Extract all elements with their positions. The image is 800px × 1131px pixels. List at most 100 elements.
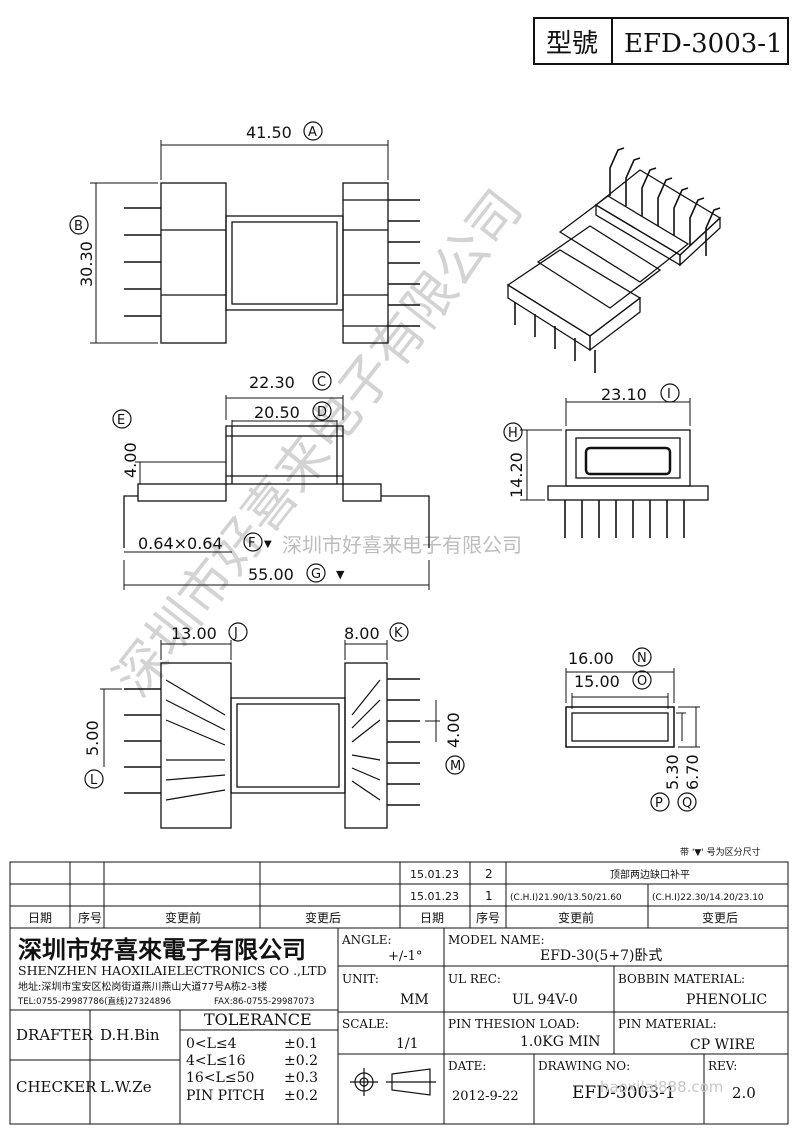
- date-value: 2012-9-22: [452, 1089, 519, 1104]
- dim-P: 5.30 P: [650, 754, 682, 812]
- rev-header-before2: 变更前: [558, 910, 594, 925]
- bottom-view: [100, 640, 440, 829]
- scale-label: SCALE:: [342, 1017, 389, 1031]
- dim-I-letter: I: [667, 387, 671, 402]
- dim-J: 13.00 J: [171, 622, 248, 643]
- dim-E: E 4.00: [112, 409, 140, 478]
- dim-D-letter: D: [317, 405, 327, 420]
- dim-N-letter: N: [637, 651, 647, 666]
- rev-row2-no: 2: [485, 867, 493, 881]
- dim-H: H 14.20: [503, 422, 526, 498]
- tol-range-1: 4<L≤16: [186, 1053, 246, 1069]
- watermark-diagonal: 深圳市好喜来电子有限公司: [103, 179, 534, 708]
- dim-N-value: 16.00: [568, 649, 614, 668]
- model-header: 型號 EFD-3003-1: [533, 17, 789, 65]
- dim-I-value: 23.10: [601, 385, 647, 404]
- angle-value: +/-1°: [388, 949, 422, 964]
- company-tel: TEL:0755-29987786(直线)27324896: [17, 996, 171, 1007]
- rev-header-no2: 序号: [476, 910, 500, 925]
- dim-J-letter: J: [233, 626, 238, 641]
- dim-O-value: 15.00: [574, 672, 620, 691]
- drafter-value: D.H.Bin: [100, 1026, 160, 1044]
- drafter-label: DRAFTER: [16, 1026, 94, 1044]
- revision-table: 15.01.23 2 顶部两边缺口补平 15.01.23 1 (C.H.I)21…: [9, 861, 789, 929]
- rev-row1-no: 1: [485, 889, 493, 903]
- model-header-label: 型號: [546, 29, 598, 59]
- side-view: [520, 398, 709, 538]
- dim-Q-value: 6.70: [683, 754, 702, 790]
- dim-Q-letter: Q: [682, 796, 692, 811]
- dim-D: 20.50 D: [254, 401, 332, 422]
- tol-value-0: ±0.1: [284, 1036, 318, 1052]
- rev-row1-after: (C.H.I)22.30/14.20/23.10: [652, 893, 764, 903]
- drawing-no-value: EFD-3003-1: [572, 1083, 676, 1103]
- dim-P-value: 5.30: [663, 754, 682, 790]
- dim-M-letter: M: [450, 759, 461, 774]
- pin-load-label: PIN THESION LOAD:: [448, 1017, 580, 1031]
- ul-rec-value: UL 94V-0: [512, 992, 578, 1008]
- dim-Q: 6.70 Q: [677, 754, 702, 812]
- unit-label: UNIT:: [342, 972, 379, 986]
- dim-L-letter: L: [90, 773, 98, 788]
- dim-G-letter: G: [311, 567, 321, 582]
- dim-C-value: 22.30: [249, 373, 295, 392]
- iso-view: [506, 147, 722, 373]
- rev-row1-date: 15.01.23: [410, 890, 459, 903]
- tol-value-1: ±0.2: [284, 1053, 318, 1069]
- dim-L-value: 5.00: [83, 720, 102, 756]
- tol-range-2: 16<L≤50: [186, 1070, 254, 1086]
- dim-B: B 30.30: [69, 215, 96, 287]
- rev-row2-after: 顶部两边缺口补平: [610, 868, 690, 881]
- rev-header-date: 日期: [28, 911, 52, 925]
- drawing-no-label: DRAWING NO:: [538, 1059, 630, 1073]
- company-name-en: SHENZHEN HAOXILAIELECTRONICS CO .,LTD: [18, 963, 327, 978]
- dim-K: 8.00 K: [344, 622, 409, 643]
- top-view: [90, 140, 420, 344]
- date-label: DATE:: [448, 1059, 486, 1073]
- dim-K-letter: K: [394, 626, 403, 641]
- distinguish-note: 带 '▼' 号为区分尺寸: [680, 846, 761, 858]
- dim-A-letter: A: [308, 125, 317, 140]
- rev-row2-date: 15.01.23: [410, 868, 459, 881]
- dim-P-letter: P: [655, 796, 663, 811]
- dim-F-value: 0.64×0.64: [138, 534, 223, 553]
- dim-F-marker: ▼: [264, 539, 272, 550]
- model-name-value: EFD-30(5+7)卧式: [540, 948, 662, 964]
- unit-value: MM: [400, 992, 429, 1008]
- dim-A-value: 41.50: [246, 123, 292, 142]
- dim-M-value: 4.00: [444, 712, 463, 748]
- dim-L: 5.00 L: [83, 720, 104, 789]
- rev-header-date2: 日期: [420, 911, 444, 925]
- tol-range-0: 0<L≤4: [186, 1036, 237, 1052]
- dim-K-value: 8.00: [344, 624, 380, 643]
- model-header-value: EFD-3003-1: [624, 29, 783, 59]
- dim-H-value: 14.20: [507, 452, 526, 498]
- pin-material-value: CP WIRE: [690, 1037, 755, 1053]
- dim-O-letter: O: [637, 674, 647, 689]
- bobbin-material-label: BOBBIN MATERIAL:: [618, 972, 745, 986]
- tol-range-3: PIN PITCH: [186, 1088, 265, 1104]
- tolerance-title: TOLERANCE: [204, 1010, 312, 1029]
- angle-label: ANGLE:: [341, 933, 392, 947]
- bobbin-material-value: PHENOLIC: [686, 992, 767, 1008]
- front-view: [123, 395, 430, 590]
- dim-H-letter: H: [508, 426, 518, 441]
- dim-G-marker: ▼: [336, 568, 345, 581]
- company-fax: FAX:86-0755-29987073: [214, 997, 314, 1007]
- dim-G: 55.00 G ▼: [248, 563, 345, 584]
- dim-F: 0.64×0.64 F ▼: [138, 532, 272, 553]
- watermark: 深圳市好喜来电子有限公司 深圳市好喜来电子有限公司: [103, 179, 534, 708]
- rev-label: REV:: [708, 1059, 737, 1073]
- section-view: [565, 668, 700, 748]
- pin-load-value: 1.0KG MIN: [520, 1034, 600, 1050]
- url-watermark: haoxilai888.com: [600, 1078, 723, 1096]
- model-name-label: MODEL NAME:: [448, 933, 545, 947]
- tol-value-3: ±0.2: [284, 1088, 318, 1104]
- rev-header-after2: 变更后: [702, 910, 738, 925]
- company-address: 地址:深圳市宝安区松岗街道燕川燕山大道77号A栋2-3楼: [18, 980, 267, 993]
- dim-C: 22.30 C: [249, 371, 332, 392]
- dim-I: 23.10 I: [601, 383, 680, 404]
- dim-D-value: 20.50: [254, 403, 300, 422]
- dim-G-value: 55.00: [248, 565, 294, 584]
